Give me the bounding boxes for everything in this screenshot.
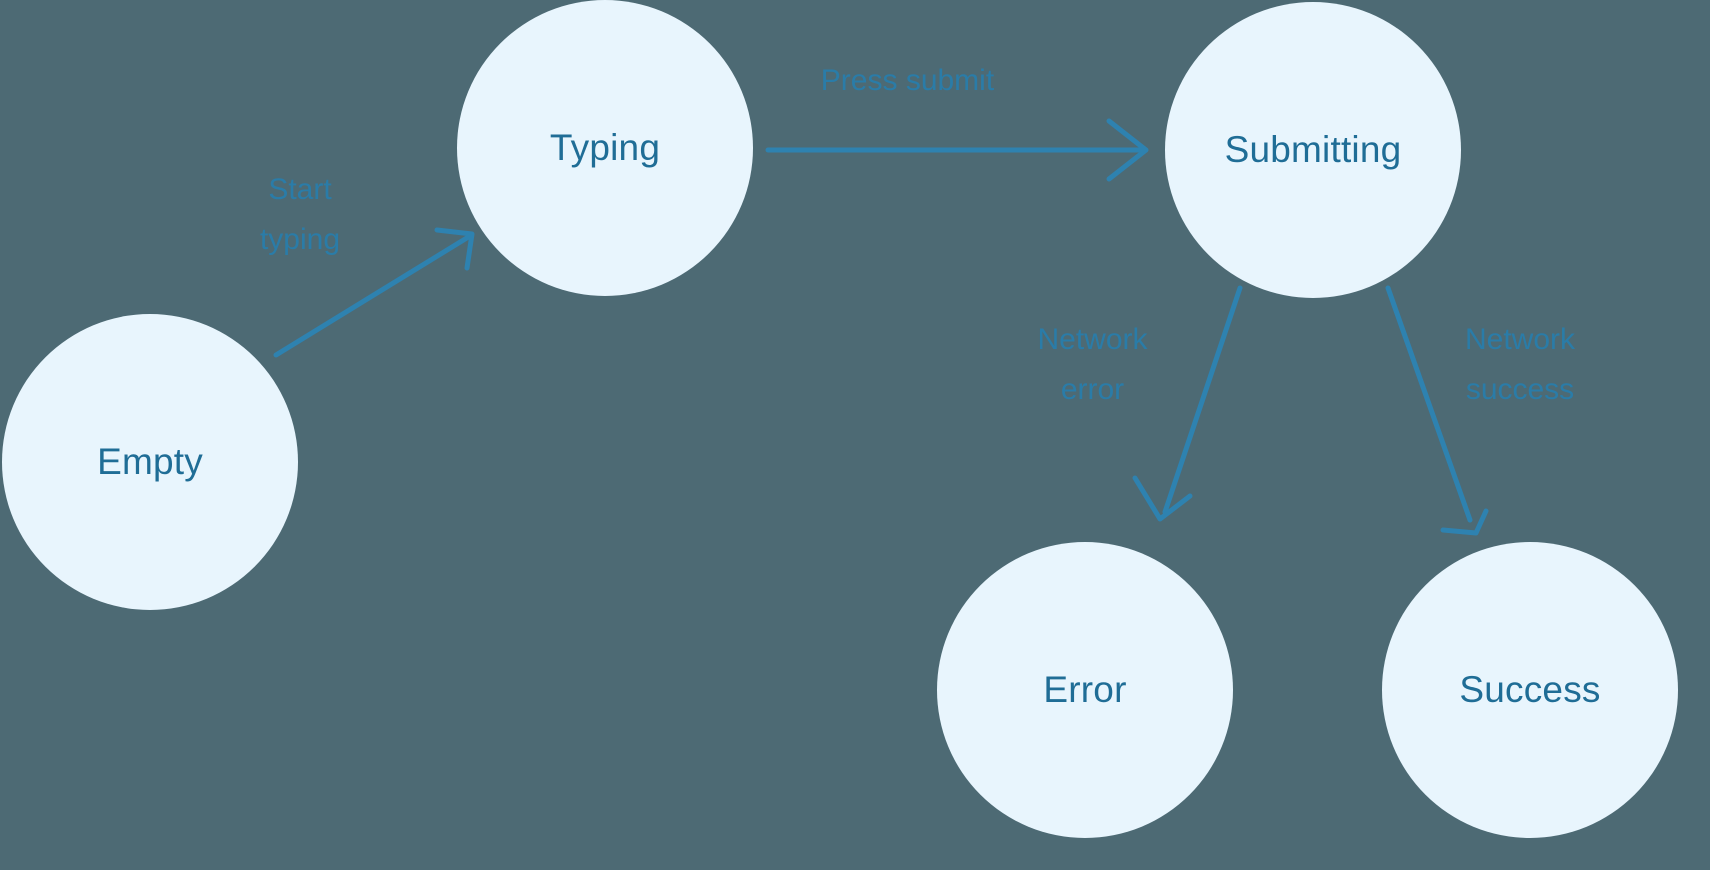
edge-label-press-submit: Press submit <box>820 64 995 97</box>
edge-label-network-error: Network error <box>1037 323 1148 406</box>
state-node-empty[interactable]: Empty <box>2 314 298 610</box>
edge-typing-to-submitting <box>765 118 1149 182</box>
state-node-label: Typing <box>549 127 661 168</box>
state-node-label: Submitting <box>1224 129 1402 170</box>
state-node-typing[interactable]: Typing <box>457 0 753 296</box>
state-node-label: Error <box>1043 669 1127 710</box>
state-node-label: Success <box>1459 669 1601 710</box>
edge-empty-to-typing <box>273 227 475 358</box>
edge-label-start-typing: Start typing <box>259 173 341 256</box>
state-node-label: Empty <box>97 441 203 482</box>
edge-submitting-to-success <box>1385 285 1489 536</box>
state-node-submitting[interactable]: Submitting <box>1165 2 1461 298</box>
state-node-success[interactable]: Success <box>1382 542 1678 838</box>
edge-submitting-to-error <box>1132 285 1243 522</box>
edge-label-network-success: Network success <box>1464 323 1576 406</box>
state-node-error[interactable]: Error <box>937 542 1233 838</box>
